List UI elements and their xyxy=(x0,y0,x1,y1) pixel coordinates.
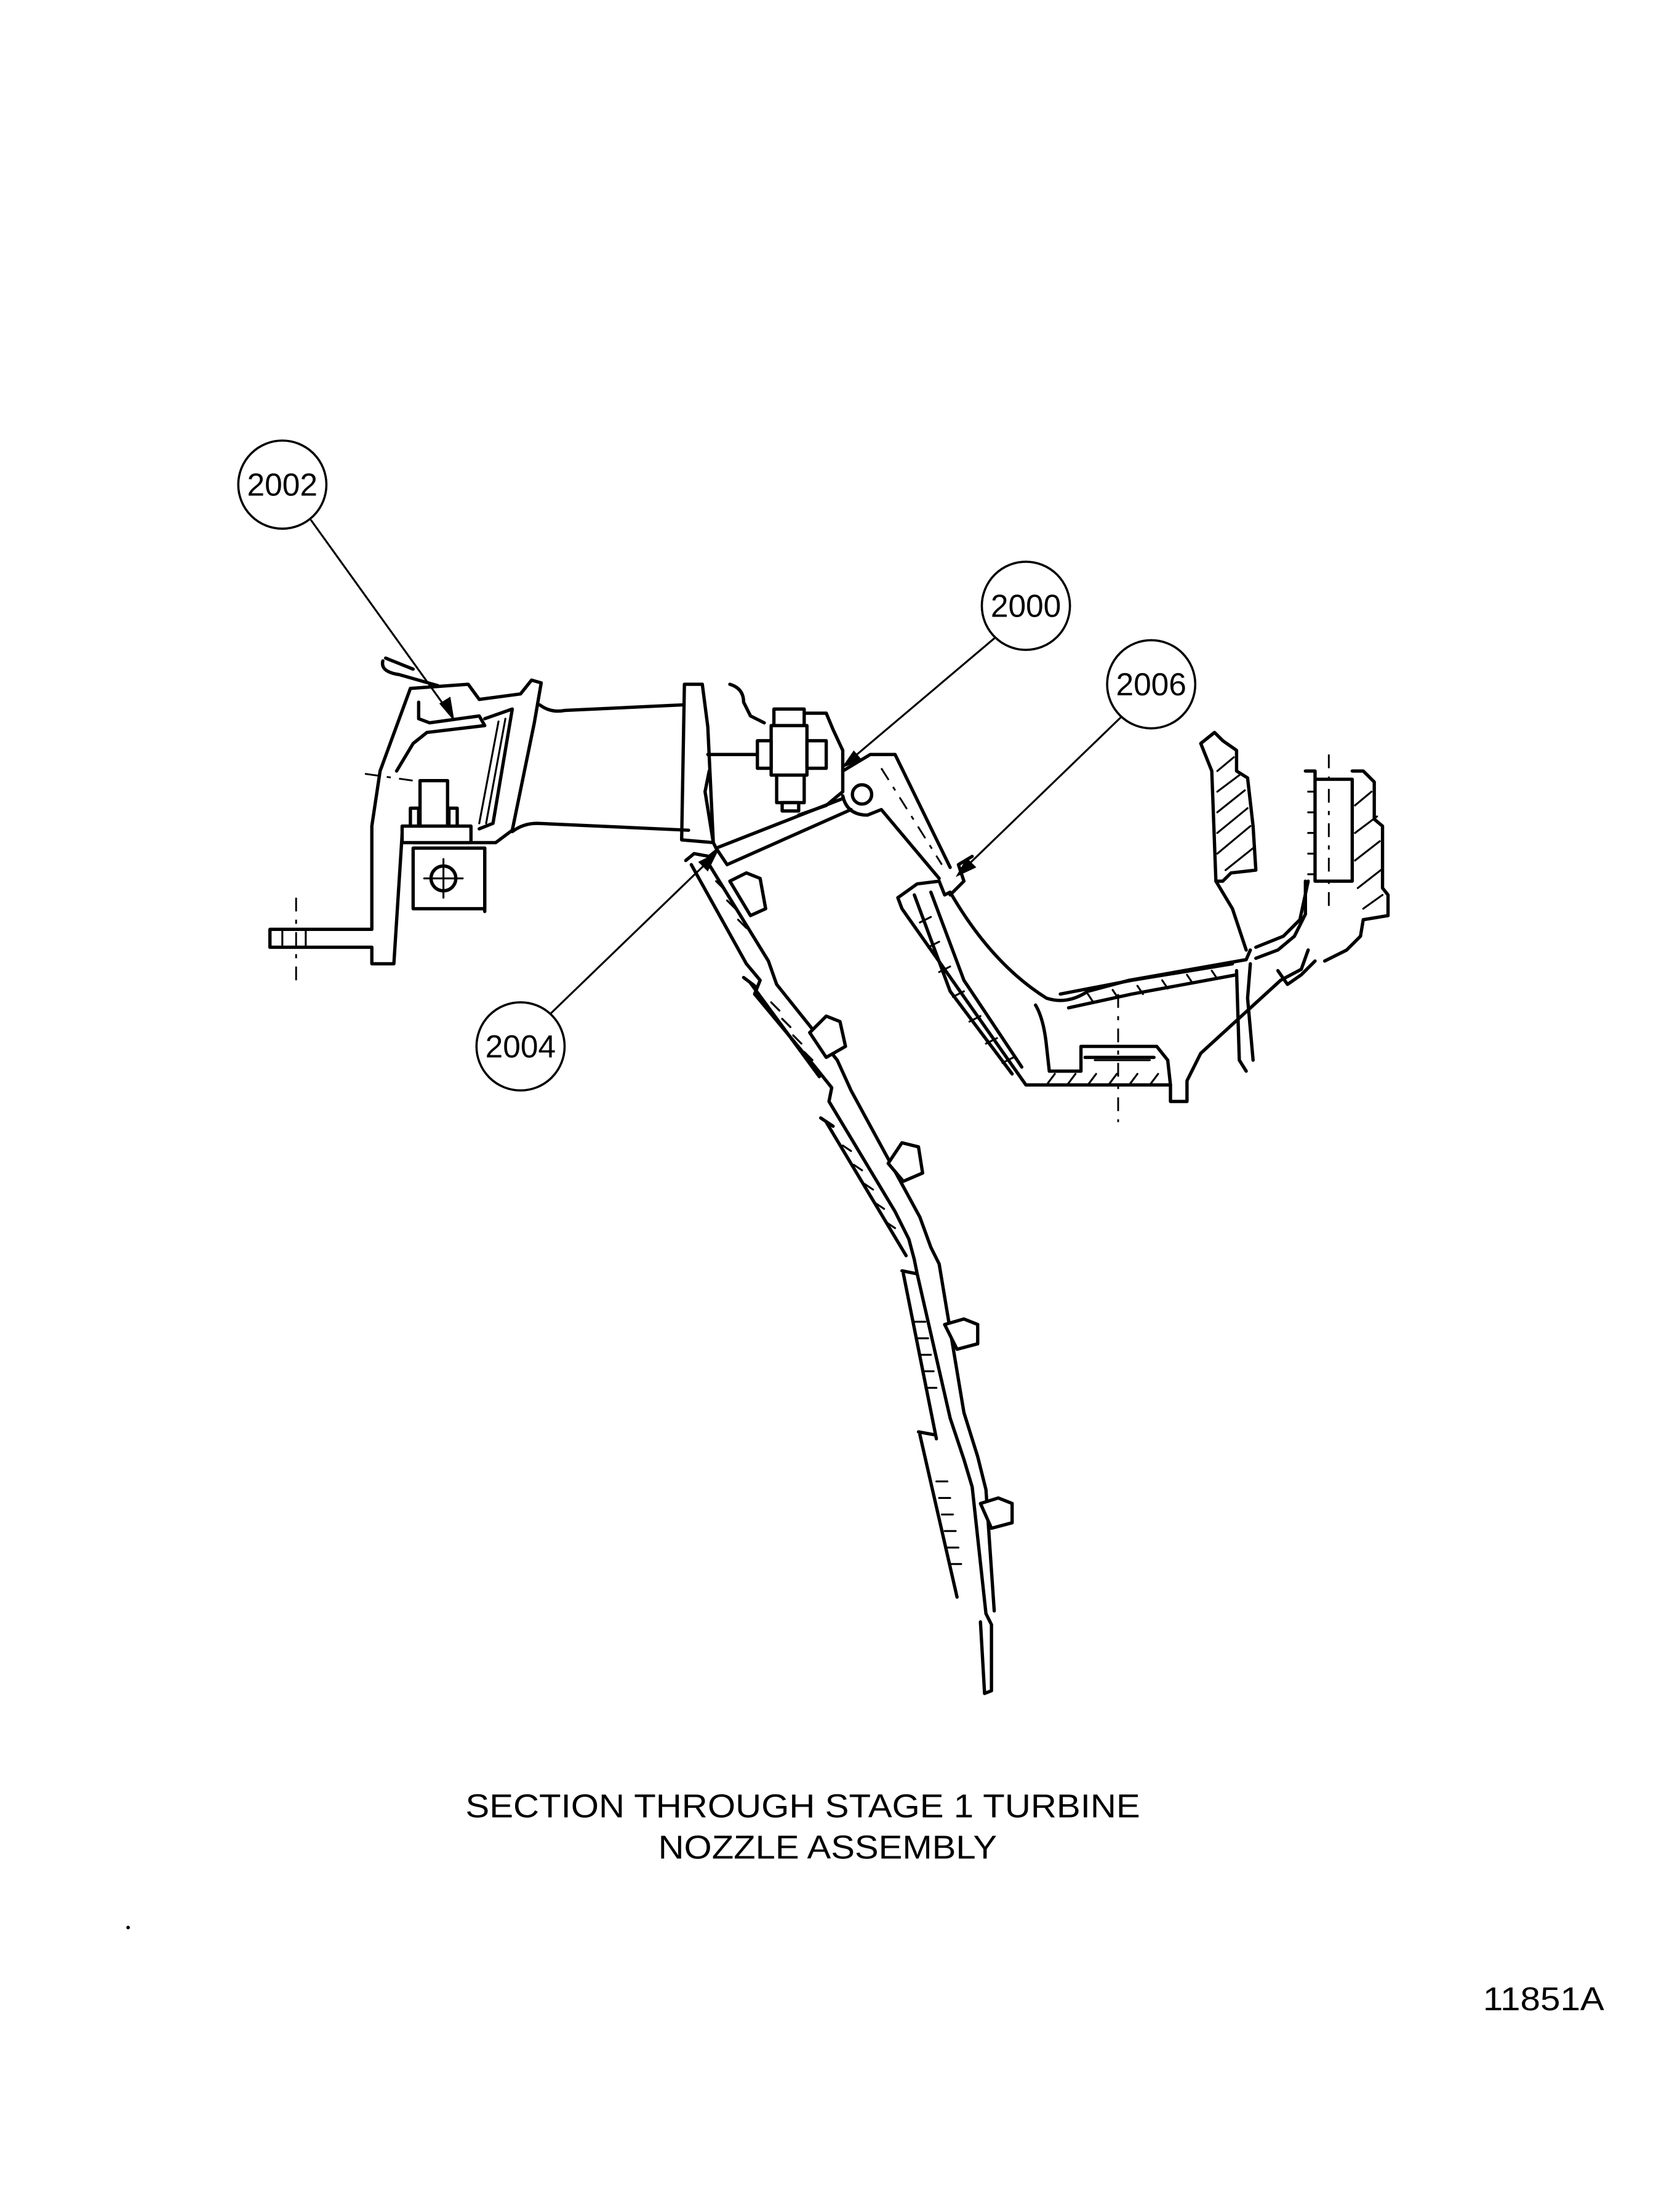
nozzle-support-assembly xyxy=(679,682,952,881)
leader-line xyxy=(959,714,1124,874)
leader-arrow-icon xyxy=(841,750,862,769)
liner-bolts xyxy=(728,871,1014,1530)
bolt-middle-head xyxy=(772,707,806,727)
callout-label: 2006 xyxy=(1116,666,1186,702)
callout-2004: 2004 xyxy=(475,852,718,1092)
hatched-wall-left xyxy=(1199,730,1258,883)
vertical-plate xyxy=(679,682,715,845)
callout-2002: 2002 xyxy=(237,439,455,722)
leader-arrow-icon xyxy=(439,697,455,722)
support-arm xyxy=(841,753,952,881)
liner-cooling-slots xyxy=(715,880,962,1565)
transition-duct xyxy=(510,703,690,834)
seal-hook xyxy=(380,656,440,687)
mounting-flange xyxy=(268,678,543,965)
callout-2006: 2006 xyxy=(955,639,1197,877)
left-support-housing xyxy=(268,656,543,981)
figure-number: 11851A xyxy=(1483,1981,1604,2018)
callout-label: 2002 xyxy=(247,467,318,503)
arm-pin-icon xyxy=(850,783,874,806)
leader-line xyxy=(844,635,998,765)
leader-line xyxy=(310,519,453,717)
caption-line-1: SECTION THROUGH STAGE 1 TURBINE xyxy=(465,1788,1140,1825)
leader-line xyxy=(550,855,714,1015)
bolt-left xyxy=(418,779,449,832)
leader-arrow-icon xyxy=(698,852,718,872)
caption-line-2: NOZZLE ASSEMBLY xyxy=(658,1829,997,1866)
leader-arrow-icon xyxy=(955,857,977,877)
support-strut xyxy=(714,797,853,866)
stray-dot xyxy=(126,1925,130,1930)
combustor-outer-assembly xyxy=(896,730,1390,1122)
nozzle-liner-strip xyxy=(684,849,1014,1695)
callout-2000: 2000 xyxy=(841,561,1071,769)
hatched-wall-right xyxy=(1303,769,1390,963)
callout-label: 2000 xyxy=(991,588,1061,623)
callout-label: 2004 xyxy=(486,1028,556,1064)
outer-liner xyxy=(896,879,1310,1103)
